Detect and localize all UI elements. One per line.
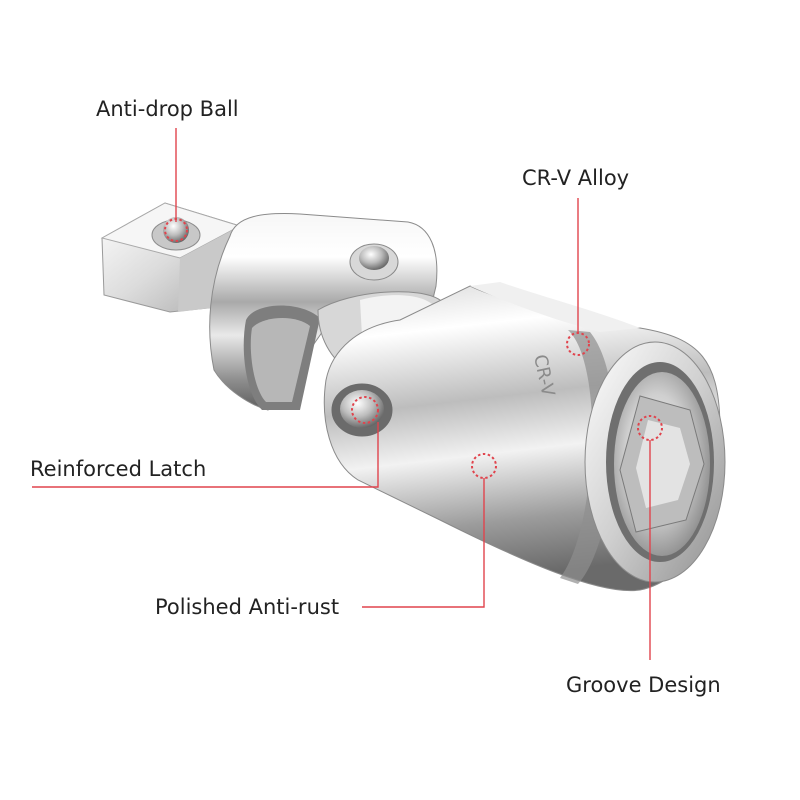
callout-reinforced-latch xyxy=(32,396,379,488)
label-reinforced-latch: Reinforced Latch xyxy=(30,457,207,481)
socket-end xyxy=(584,341,726,583)
reinforced-latch-pin xyxy=(340,390,384,428)
callout-cr-v-alloy xyxy=(566,198,590,356)
label-cr-v-alloy: CR-V Alloy xyxy=(522,166,630,190)
anti-drop-ball xyxy=(163,217,189,243)
callout-groove-design xyxy=(637,415,663,660)
label-polished-anti-rust: Polished Anti-rust xyxy=(155,595,340,619)
label-groove-design: Groove Design xyxy=(566,673,721,697)
callout-polished-anti-rust xyxy=(362,453,497,608)
callout-anti-drop-ball xyxy=(164,128,188,242)
label-anti-drop-ball: Anti-drop Ball xyxy=(96,97,239,121)
